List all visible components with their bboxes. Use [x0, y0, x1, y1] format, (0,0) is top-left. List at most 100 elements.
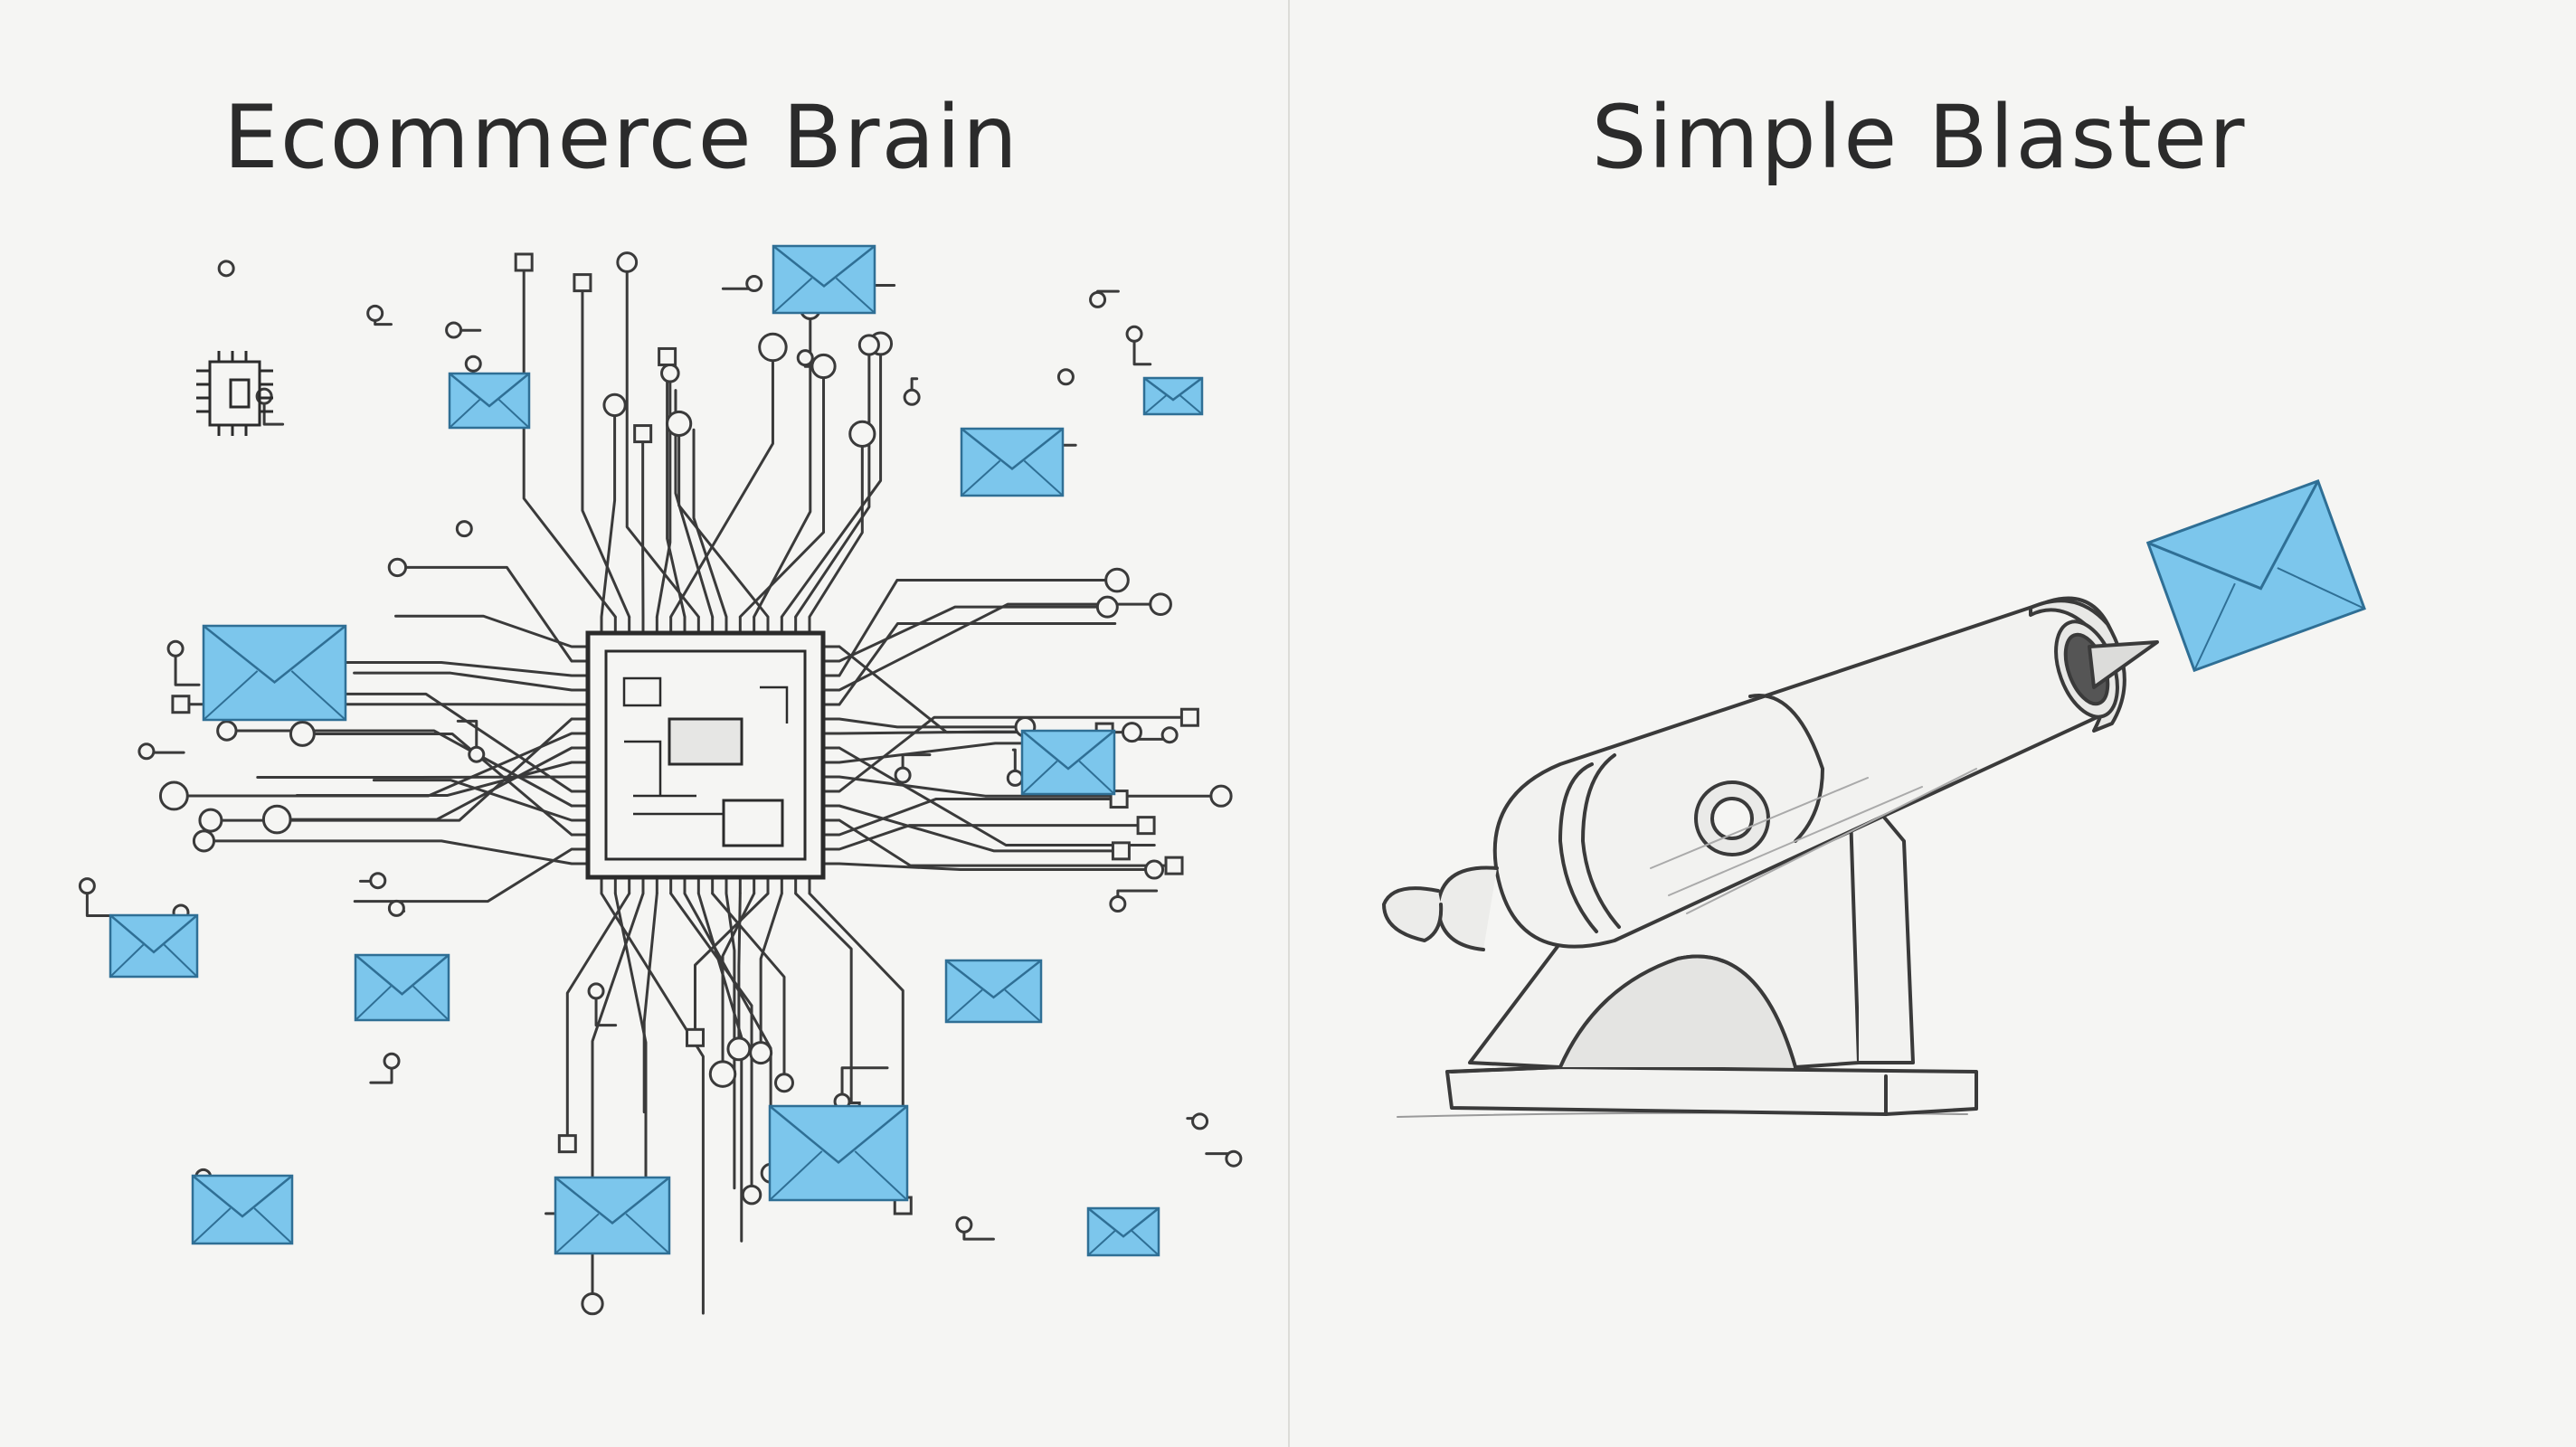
circuit-trace	[721, 892, 756, 1076]
trace-node	[745, 275, 763, 293]
circuit-trace	[395, 565, 573, 663]
trace-node	[602, 392, 627, 418]
ecommerce-brain-title: Ecommerce Brain	[223, 87, 1019, 188]
trace-node	[1089, 290, 1107, 308]
circuit-board-illustration	[78, 244, 1243, 1316]
trace-node	[1006, 769, 1024, 787]
processor-chip-icon	[572, 617, 839, 894]
circuit-trace	[594, 989, 618, 1027]
circuit-trace	[838, 798, 1121, 837]
trace-node	[708, 1060, 737, 1088]
circuit-trace	[838, 579, 1119, 677]
circuit-trace	[780, 342, 883, 619]
circuit-trace	[838, 717, 1027, 729]
trace-node	[366, 304, 384, 322]
trace-node	[1209, 784, 1233, 808]
envelope-icon	[1020, 729, 1116, 796]
simple-blaster-panel: Simple Blaster	[1289, 0, 2576, 1447]
circuit-trace	[669, 892, 753, 1196]
circuit-trace	[256, 775, 573, 780]
trace-node	[1160, 726, 1179, 744]
trace-node	[1125, 325, 1143, 343]
circuit-trace	[794, 892, 853, 1112]
trace-node	[166, 639, 185, 657]
trace-node	[848, 420, 876, 448]
circuit-trace	[838, 824, 1148, 851]
circuit-trace	[642, 892, 658, 1114]
circuit-trace	[372, 779, 573, 822]
envelope-icon	[772, 244, 876, 315]
circuit-trace	[753, 307, 812, 619]
trace-pad	[1179, 707, 1199, 727]
cannon-icon	[1382, 596, 2159, 1118]
trace-node	[810, 353, 837, 380]
trace-node	[369, 872, 387, 890]
circuit-trace	[669, 345, 774, 619]
circuit-trace	[300, 732, 573, 837]
circuit-trace	[600, 403, 617, 619]
circuit-trace	[840, 1066, 889, 1103]
trace-pad	[1111, 841, 1131, 861]
envelope-icon	[1086, 1206, 1160, 1257]
trace-node	[903, 388, 921, 406]
trace-node	[857, 334, 880, 356]
trace-node	[1191, 1112, 1209, 1130]
trace-node	[894, 766, 912, 784]
trace-pad	[557, 1134, 577, 1154]
trace-pad	[573, 273, 592, 293]
circuit-trace	[353, 671, 573, 692]
envelope-icon	[1142, 376, 1204, 416]
trace-node	[445, 321, 463, 339]
trace-node	[387, 557, 408, 578]
trace-node	[158, 780, 189, 811]
circuit-trace	[838, 818, 1176, 867]
envelope-icon	[768, 1104, 909, 1202]
trace-node	[1109, 894, 1127, 913]
trace-node	[749, 1041, 773, 1065]
trace-node	[1121, 722, 1142, 743]
circuit-trace	[174, 647, 201, 686]
envelope-icon	[109, 913, 199, 979]
email-envelopes	[109, 244, 1204, 1257]
trace-node	[581, 1291, 604, 1316]
circuit-trace	[677, 421, 770, 619]
circuit-trace	[838, 715, 1191, 793]
trace-node	[616, 251, 639, 273]
trace-node	[587, 982, 605, 1000]
cannon-illustration	[1382, 478, 2366, 1118]
trace-node	[468, 745, 486, 763]
trace-node	[289, 720, 316, 747]
trace-node	[726, 1036, 752, 1062]
envelope-icon	[202, 624, 347, 722]
trace-node	[774, 1073, 794, 1093]
trace-node	[216, 720, 238, 742]
trace-node	[1104, 567, 1130, 593]
trace-node	[383, 1052, 401, 1070]
circuit-trace	[737, 892, 742, 1051]
envelope-icon	[554, 1176, 671, 1255]
trace-node	[387, 899, 405, 917]
circuit-trace	[394, 614, 573, 648]
circuit-trace	[522, 260, 617, 619]
circuit-trace	[1011, 748, 1017, 780]
circuit-trace	[838, 605, 1109, 663]
trace-node	[1095, 595, 1119, 619]
trace-node	[192, 829, 216, 853]
trace-node	[955, 1215, 973, 1234]
circuit-trace	[600, 892, 705, 1315]
circuit-trace	[838, 862, 1156, 872]
circuit-trace	[694, 892, 770, 1039]
circuit-trace	[1132, 332, 1152, 366]
trace-node	[796, 349, 814, 367]
trace-pad	[633, 424, 653, 444]
trace-node	[1149, 592, 1172, 617]
trace-node	[1144, 859, 1165, 880]
trace-node	[1225, 1149, 1243, 1168]
circuit-trace	[565, 892, 631, 1146]
circuit-trace	[613, 892, 648, 1227]
trace-node	[666, 410, 693, 438]
circuit-trace	[275, 746, 573, 821]
circuit-trace	[838, 804, 1122, 853]
circuit-trace	[711, 892, 786, 1084]
trace-pad	[1136, 816, 1156, 836]
